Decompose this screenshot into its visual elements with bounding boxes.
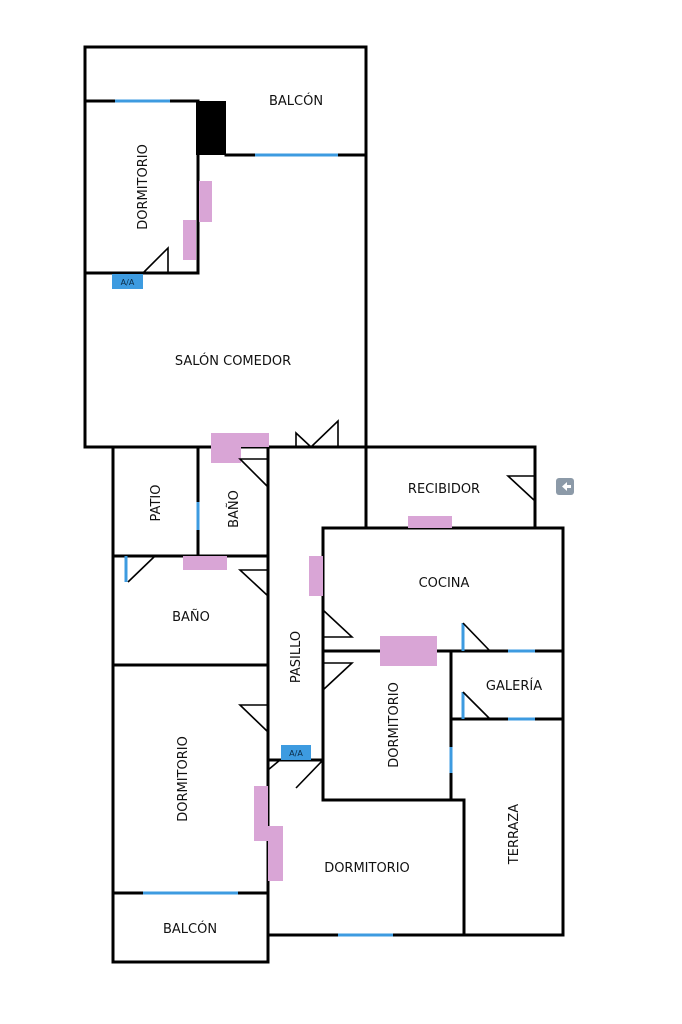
- room-label-bano-big: BAÑO: [172, 609, 210, 625]
- room-label-bano-small: BAÑO: [226, 490, 242, 528]
- room-label-dormitorio-left: DORMITORIO: [176, 736, 191, 822]
- aa-unit-top: A/A: [112, 274, 143, 289]
- room-labels: BALCÓN DORMITORIO SALÓN COMEDOR PATIO BA…: [136, 93, 542, 937]
- room-label-terraza: TERRAZA: [507, 804, 522, 865]
- aa-label-pasillo: A/A: [289, 749, 303, 758]
- room-label-pasillo: PASILLO: [289, 631, 304, 683]
- doors: [127, 246, 536, 789]
- room-label-galeria: GALERÍA: [486, 678, 542, 694]
- room-label-salon: SALÓN COMEDOR: [175, 353, 291, 369]
- chimney: [196, 101, 226, 155]
- room-label-recibidor: RECIBIDOR: [408, 482, 480, 497]
- room-label-dormitorio-mid: DORMITORIO: [387, 682, 402, 768]
- room-label-dormitorio-top: DORMITORIO: [136, 144, 151, 230]
- room-label-balcon-bottom: BALCÓN: [163, 921, 217, 937]
- room-label-balcon-top: BALCÓN: [269, 93, 323, 109]
- aa-unit-pasillo: A/A: [281, 745, 311, 760]
- aa-label-top: A/A: [121, 278, 135, 287]
- room-label-cocina: COCINA: [419, 576, 470, 591]
- room-label-dormitorio-bottom: DORMITORIO: [324, 861, 410, 876]
- radiators: [183, 181, 452, 881]
- room-label-patio: PATIO: [149, 485, 164, 522]
- windows: [115, 99, 535, 937]
- arrow-left-icon[interactable]: [556, 478, 574, 495]
